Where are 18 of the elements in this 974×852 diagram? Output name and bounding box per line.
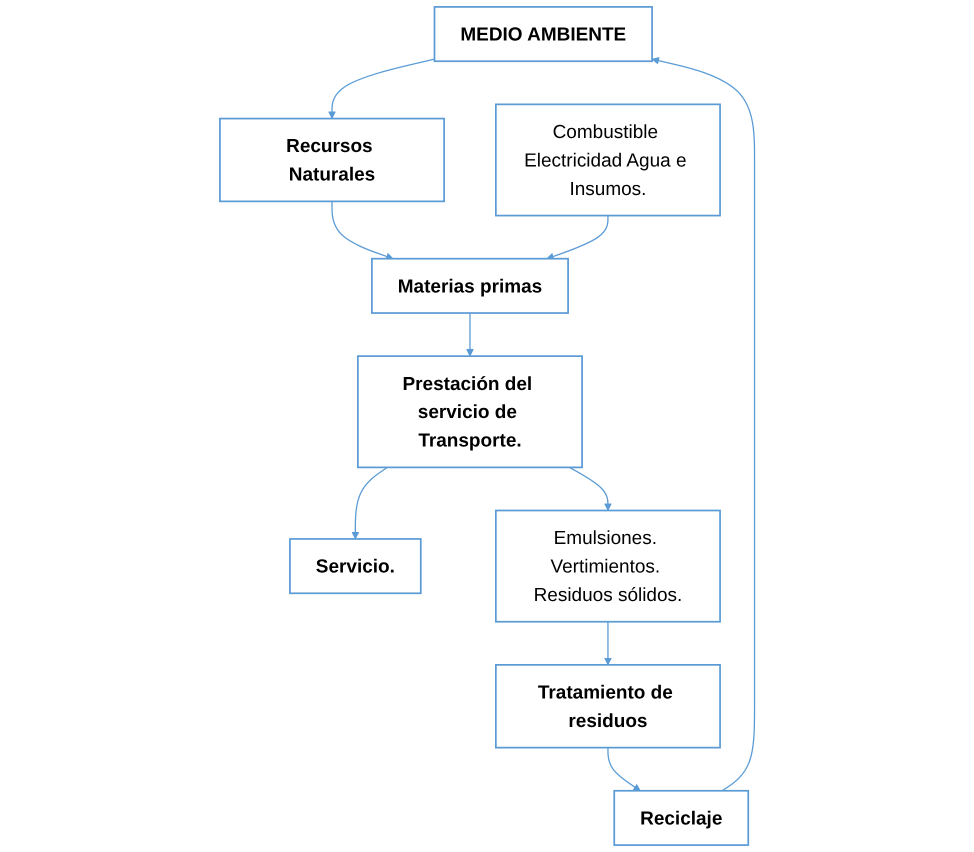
arrow <box>351 466 388 540</box>
node-box: Prestación del servicio de Transporte. <box>356 355 583 468</box>
arrow <box>604 622 612 666</box>
node-box: Recursos Naturales <box>218 118 445 202</box>
node-box: MEDIO AMBIENTE <box>433 6 653 62</box>
node-box: Reciclaje <box>613 790 749 846</box>
node-box: Materias primas <box>370 258 569 314</box>
arrow <box>546 216 608 260</box>
arrow <box>466 313 474 356</box>
node-box: Tratamiento de residuos <box>494 664 721 748</box>
arrow <box>568 466 612 511</box>
node-box: Emulsiones. Vertimientos. Residuos sólidos. <box>494 510 721 623</box>
arrow <box>331 201 394 260</box>
arrow <box>328 58 434 119</box>
node-box: Servicio. <box>288 538 422 594</box>
arrow <box>607 748 640 792</box>
node-box: Combustible Electricidad Agua e Insumos. <box>494 103 721 216</box>
arrow <box>651 57 755 792</box>
